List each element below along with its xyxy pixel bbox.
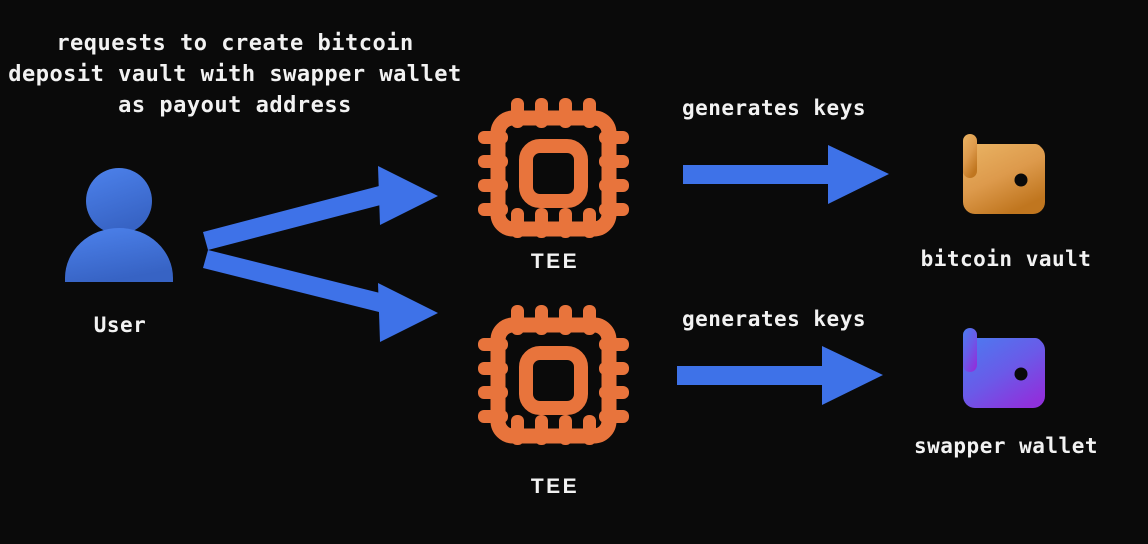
bitcoin-vault-label: bitcoin vault (920, 247, 1092, 271)
chip-icon-top (478, 98, 629, 238)
edge-label-tee-bottom-to-swapper: generates keys (681, 307, 866, 331)
arrow-tee-bottom-to-swapper (677, 346, 883, 405)
tee-top-label: TEE (530, 250, 580, 273)
arrow-user-to-tee-top (203, 166, 438, 250)
wallet-icon-bitcoin-vault (963, 134, 1045, 214)
request-caption: requests to create bitcoin deposit vault… (8, 31, 462, 119)
tee-bottom-label: TEE (530, 475, 580, 498)
wallet-icon-swapper (963, 328, 1045, 408)
arrow-user-to-tee-bottom (203, 250, 438, 342)
user-label: User (93, 313, 147, 337)
edge-label-tee-top-to-vault: generates keys (681, 96, 866, 120)
swapper-wallet-label: swapper wallet (913, 434, 1098, 458)
chip-icon-bottom (478, 305, 629, 445)
user-icon (65, 168, 173, 282)
arrow-tee-top-to-vault (683, 145, 889, 204)
